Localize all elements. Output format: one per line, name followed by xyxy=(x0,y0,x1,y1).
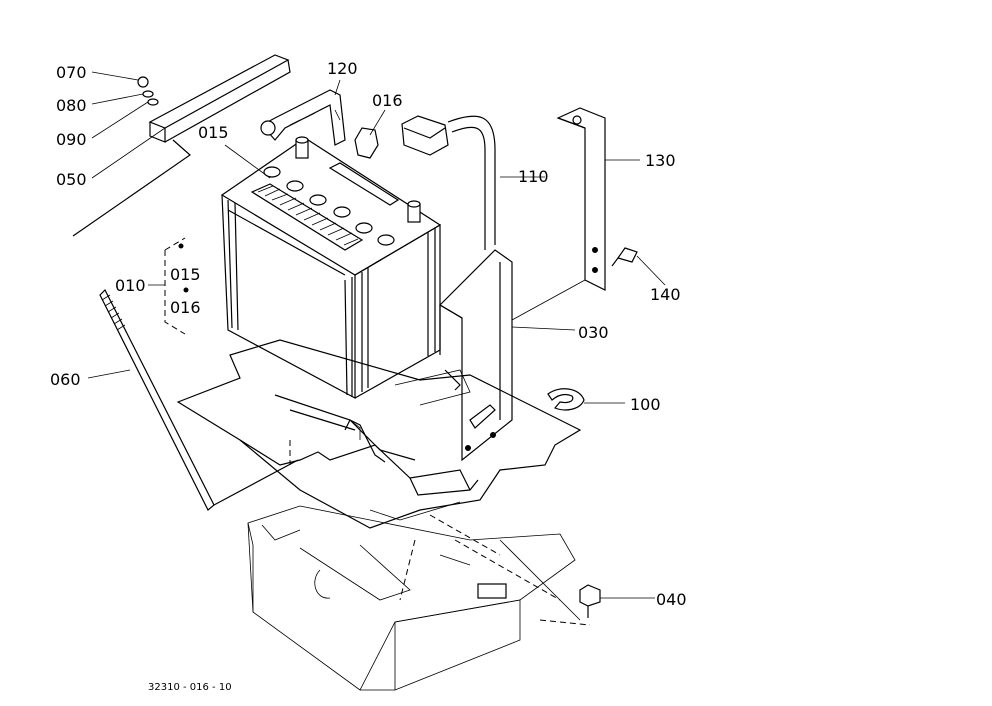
part-labels: 070 080 090 050 120 016 015 110 130 010 … xyxy=(50,59,687,609)
part-label-015-group: 015 xyxy=(170,265,201,284)
clip-100-drawing xyxy=(547,388,585,411)
part-label-050: 050 xyxy=(56,170,87,189)
battery-label-hatch xyxy=(250,183,364,251)
part-label-120: 120 xyxy=(327,59,358,78)
part-label-080: 080 xyxy=(56,96,87,115)
part-label-060: 060 xyxy=(50,370,81,389)
bolt-140-drawing xyxy=(611,247,638,267)
part-label-040: 040 xyxy=(656,590,687,609)
battery-tray-drawing xyxy=(176,339,582,601)
part-label-010: 010 xyxy=(115,276,146,295)
lower-box-drawing xyxy=(247,505,591,691)
part-label-016-group: 016 xyxy=(170,298,201,317)
battery-holder-030-drawing xyxy=(439,249,513,462)
part-label-140: 140 xyxy=(650,285,681,304)
terminal-cover-016-drawing xyxy=(354,127,379,159)
battery-terminals xyxy=(295,136,421,223)
leader-lines xyxy=(87,71,666,621)
hold-down-bar-050-drawing xyxy=(137,54,291,143)
cable-120-drawing xyxy=(260,89,346,146)
part-label-016-top: 016 xyxy=(372,91,403,110)
part-label-015-top: 015 xyxy=(198,123,229,142)
part-label-090: 090 xyxy=(56,130,87,149)
bracket-130-drawing xyxy=(556,107,606,291)
part-label-130: 130 xyxy=(645,151,676,170)
battery-drawing xyxy=(220,89,442,400)
part-label-100: 100 xyxy=(630,395,661,414)
bolt-040-drawing xyxy=(579,584,601,618)
group-010-bracket xyxy=(164,237,189,335)
part-label-030: 030 xyxy=(578,323,609,342)
drawing-reference-code: 32310 - 016 - 10 xyxy=(148,682,232,693)
rod-060-drawing xyxy=(72,139,299,511)
cable-110-drawing xyxy=(401,115,496,250)
part-label-070: 070 xyxy=(56,63,87,82)
part-label-110: 110 xyxy=(518,167,549,186)
battery-vent-caps xyxy=(263,162,400,246)
